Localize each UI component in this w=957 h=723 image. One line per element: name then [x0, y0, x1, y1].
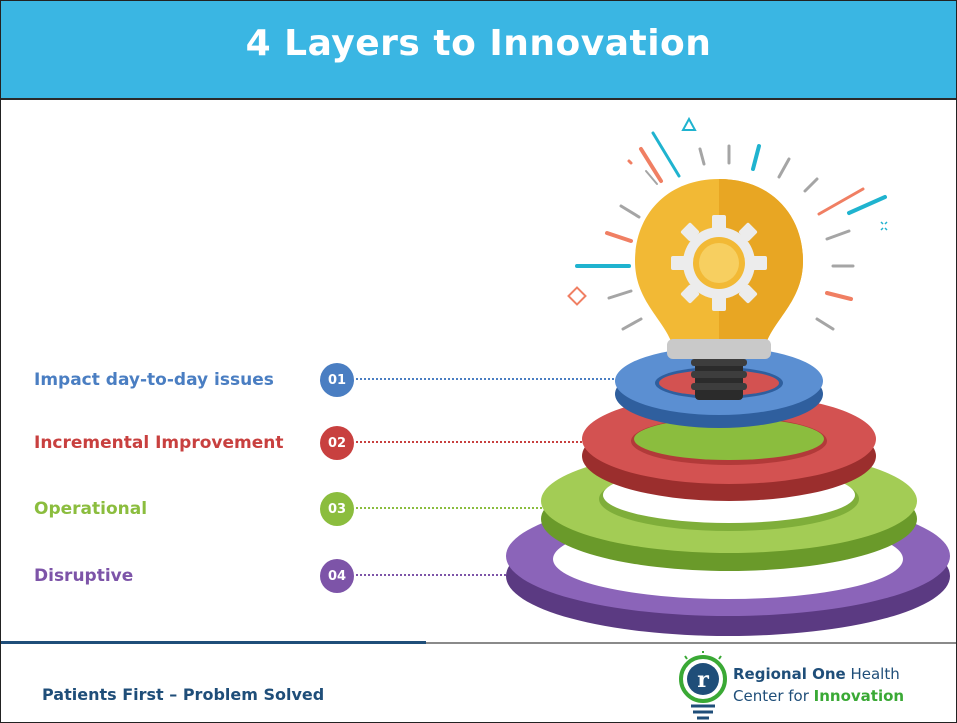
- layer-badge-04: 04: [320, 559, 354, 593]
- logo-org-bold: Regional One: [733, 665, 846, 683]
- layer-label-03: Operational: [34, 499, 148, 519]
- ring-02: [582, 394, 876, 501]
- layer-label-02: Incremental Improvement: [34, 433, 284, 453]
- triangle-icon: [681, 116, 697, 131]
- svg-text:r: r: [697, 667, 709, 693]
- layer-label-04: Disruptive: [34, 566, 134, 586]
- diamond-icon: [567, 286, 587, 306]
- lightbulb-gear-icon: [635, 179, 803, 400]
- page-title: 4 Layers to Innovation: [245, 23, 712, 64]
- layer-badge-01: 01: [320, 363, 354, 397]
- sparkle-icon: [880, 221, 888, 231]
- regional-one-logo: r Regional One Health Center for Innovat…: [677, 651, 937, 721]
- footer-tagline: Patients First – Problem Solved: [42, 685, 325, 704]
- logo-sub-prefix: Center for: [733, 687, 814, 705]
- layer-badge-02: 02: [320, 426, 354, 460]
- title-bar: 4 Layers to Innovation: [1, 1, 956, 100]
- layer-badge-03: 03: [320, 492, 354, 526]
- logo-sub-bold: Innovation: [813, 687, 905, 705]
- logo-org-rest: Health: [845, 665, 900, 683]
- light-rays: [575, 131, 887, 331]
- layer-label-01: Impact day-to-day issues: [34, 370, 274, 390]
- footer-divider-gray: [426, 642, 956, 644]
- footer-divider: [1, 641, 426, 644]
- regional-one-health-logo-icon: r: [679, 651, 727, 720]
